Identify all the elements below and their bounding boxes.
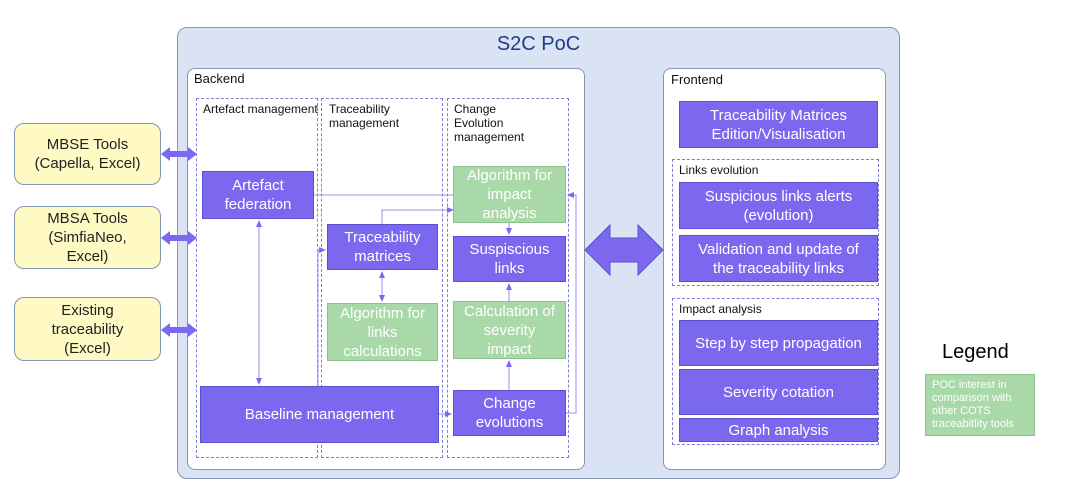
traceability-matrices-box: Traceability matrices (327, 224, 438, 270)
backend-label: Backend (194, 71, 245, 86)
severity-cotation-box: Severity cotation (679, 369, 878, 415)
step-propagation-box: Step by step propagation (679, 320, 878, 366)
mbse-tools-box: MBSE Tools (Capella, Excel) (14, 123, 161, 185)
links-evolution-label: Links evolution (679, 163, 759, 177)
impact-analysis-group (672, 298, 879, 445)
artefact-federation-box: Artefact federation (202, 171, 314, 219)
diagram-title: S2C PoC (496, 33, 581, 55)
legend-green-swatch: POC interest in comparison with other CO… (925, 374, 1035, 436)
frontend-label: Frontend (671, 72, 724, 87)
change-evolutions-box: Change evolutions (453, 390, 566, 436)
links-algorithm-box: Algorithm for links calculations (327, 303, 438, 361)
suspicious-links-box: Suspiscious links (453, 236, 566, 282)
severity-calculation-box: Calculation of severity impact (453, 301, 566, 359)
legend-title: Legend (942, 341, 1009, 363)
artefact-management-label: Artefact management (203, 102, 318, 116)
change-evolution-label: Change Evolution management (454, 102, 525, 144)
impact-algorithm-box: Algorithm for impact analysis (453, 166, 566, 223)
impact-analysis-label: Impact analysis (679, 302, 762, 316)
existing-traceability-box: Existing traceability (Excel) (14, 297, 161, 361)
suspicious-alerts-box: Suspicious links alerts (evolution) (679, 182, 878, 229)
links-evolution-group (672, 159, 879, 286)
validation-update-box: Validation and update of the traceabilit… (679, 235, 878, 282)
baseline-management-box: Baseline management (200, 386, 439, 443)
mbsa-tools-box: MBSA Tools (SimfiaNeo, Excel) (14, 206, 161, 269)
frontend-matrices-box: Traceability Matrices Edition/Visualisat… (679, 101, 878, 148)
traceability-management-label: Traceability management (329, 102, 400, 130)
graph-analysis-box: Graph analysis (679, 418, 878, 442)
